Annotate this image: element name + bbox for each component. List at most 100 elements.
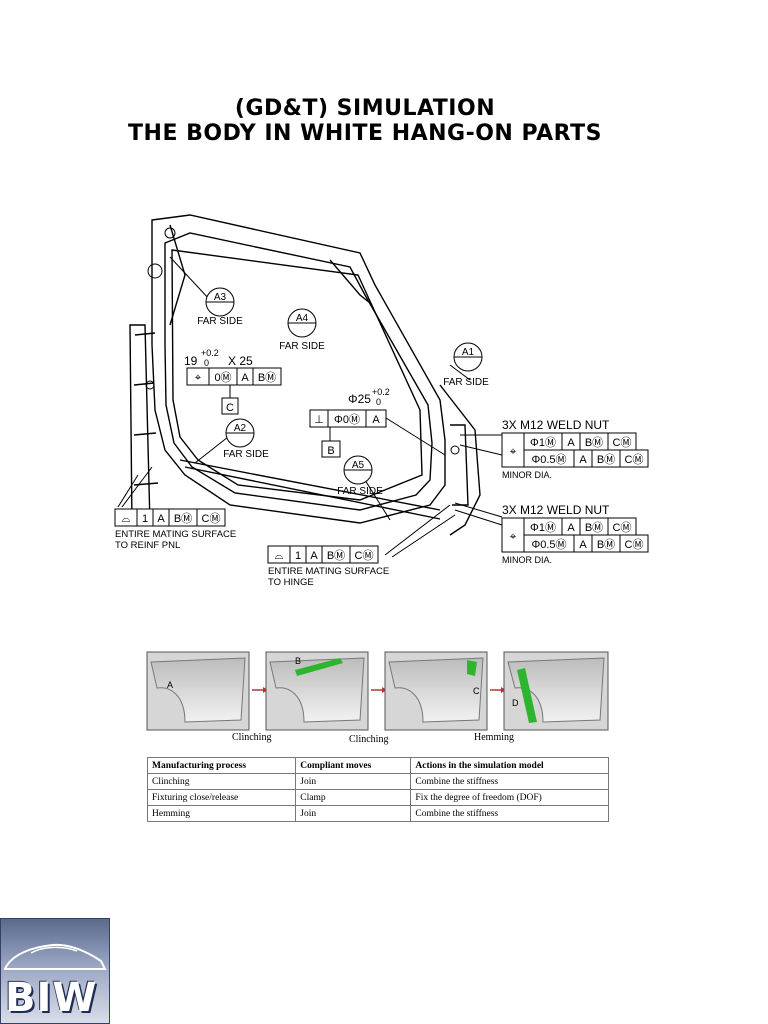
svg-text:MINOR DIA.: MINOR DIA. xyxy=(502,555,552,565)
hole-c-callout: 19 +0.2 0 X 25 ⌖ 0Ⓜ A BⓂ C xyxy=(184,348,282,415)
svg-text:⊥: ⊥ xyxy=(314,414,324,426)
svg-text:A2: A2 xyxy=(234,423,247,434)
svg-text:1: 1 xyxy=(142,513,148,525)
table-header: Manufacturing process xyxy=(146,757,297,774)
table-cell: Hemming xyxy=(146,805,297,822)
svg-text:⌖: ⌖ xyxy=(510,444,517,458)
svg-text:TO REINF PNL: TO REINF PNL xyxy=(115,540,180,551)
svg-text:CⓂ: CⓂ xyxy=(613,436,632,449)
car-silhouette-icon xyxy=(3,943,107,970)
svg-text:B: B xyxy=(295,656,301,666)
svg-text:BⓂ: BⓂ xyxy=(585,436,603,449)
svg-text:A: A xyxy=(157,513,165,525)
svg-text:BⓂ: BⓂ xyxy=(585,521,603,534)
table-row: Clinching Join Combine the stiffness xyxy=(146,773,609,790)
svg-text:C: C xyxy=(473,686,480,696)
weld-nut-callout-1: 3X M12 WELD NUT ⌖ Φ1Ⓜ A BⓂ CⓂ Φ0.5Ⓜ A BⓂ… xyxy=(459,418,649,480)
svg-text:A: A xyxy=(567,522,575,534)
svg-text:BⓂ: BⓂ xyxy=(327,549,345,562)
svg-text:X 25: X 25 xyxy=(228,354,253,368)
datum-target-a4: A4 FAR SIDE xyxy=(279,308,325,352)
svg-text:BⓂ: BⓂ xyxy=(597,453,615,466)
title-line-1: (GD&T) SIMULATION xyxy=(234,96,496,121)
svg-text:D: D xyxy=(512,698,519,708)
svg-text:TO HINGE: TO HINGE xyxy=(268,577,314,588)
svg-text:⌓: ⌓ xyxy=(275,550,284,562)
frame-hole xyxy=(164,227,176,239)
svg-text:⌖: ⌖ xyxy=(510,529,517,543)
svg-text:CⓂ: CⓂ xyxy=(355,549,374,562)
fender-panel-d: D xyxy=(503,651,609,731)
table-cell: Join xyxy=(295,773,412,790)
title-line-2: THE BODY IN WHITE HANG-ON PARTS xyxy=(128,121,602,146)
svg-text:A4: A4 xyxy=(296,313,309,324)
table-row: Hemming Join Combine the stiffness xyxy=(146,805,609,822)
svg-text:FAR SIDE: FAR SIDE xyxy=(337,486,383,497)
caption-clinching-2: Clinching xyxy=(349,734,389,745)
svg-text:BⓂ: BⓂ xyxy=(597,538,615,551)
svg-text:0Ⓜ: 0Ⓜ xyxy=(214,371,231,384)
svg-text:FAR SIDE: FAR SIDE xyxy=(197,316,243,327)
table-header: Actions in the simulation model xyxy=(410,757,609,774)
svg-text:+0.2: +0.2 xyxy=(201,348,219,358)
fender-panel-b: B xyxy=(265,651,369,731)
hole-b-callout: Φ25 +0.2 0 ⊥ Φ0Ⓜ A B xyxy=(309,387,446,458)
svg-text:1: 1 xyxy=(295,550,301,562)
svg-text:BⓂ: BⓂ xyxy=(174,512,192,525)
caption-clinching-1: Clinching xyxy=(232,732,272,743)
table-cell: Clinching xyxy=(146,773,297,790)
frame-hole xyxy=(145,380,155,390)
table-header-row: Manufacturing process Compliant moves Ac… xyxy=(146,757,609,774)
svg-text:3X M12 WELD NUT: 3X M12 WELD NUT xyxy=(502,503,610,517)
svg-text:+0.2: +0.2 xyxy=(372,387,390,397)
svg-text:0: 0 xyxy=(204,358,209,368)
biw-logo: BIW xyxy=(0,918,110,1024)
svg-text:CⓂ: CⓂ xyxy=(613,521,632,534)
table-cell: Join xyxy=(295,805,412,822)
svg-text:A: A xyxy=(579,454,587,466)
svg-text:A: A xyxy=(372,414,380,426)
svg-text:CⓂ: CⓂ xyxy=(625,453,644,466)
datum-target-a2: A2 FAR SIDE xyxy=(194,418,269,464)
svg-text:Φ0.5Ⓜ: Φ0.5Ⓜ xyxy=(531,453,566,466)
svg-text:FAR SIDE: FAR SIDE xyxy=(223,449,269,460)
svg-text:A1: A1 xyxy=(462,347,475,358)
svg-text:19: 19 xyxy=(184,354,198,368)
process-table: Manufacturing process Compliant moves Ac… xyxy=(146,757,609,822)
fender-panel-c: C xyxy=(384,651,488,731)
weld-nut-callout-2: 3X M12 WELD NUT ⌖ Φ1Ⓜ A BⓂ CⓂ Φ0.5Ⓜ A BⓂ… xyxy=(454,502,649,565)
fender-process-sequence: A B C D xyxy=(146,651,609,731)
svg-text:⌖: ⌖ xyxy=(195,372,201,384)
table-cell: Fixturing close/release xyxy=(146,789,297,806)
datum-target-a5: A5 FAR SIDE xyxy=(337,455,391,521)
svg-text:A: A xyxy=(241,372,249,384)
svg-text:ENTIRE MATING SURFACE: ENTIRE MATING SURFACE xyxy=(268,566,389,577)
surface-profile-reinf-callout: ⌓ 1 A BⓂ CⓂ ENTIRE MATING SURFACE TO REI… xyxy=(114,466,236,551)
svg-text:A: A xyxy=(310,550,318,562)
svg-text:Φ0Ⓜ: Φ0Ⓜ xyxy=(334,413,360,426)
svg-text:FAR SIDE: FAR SIDE xyxy=(443,377,489,388)
table-header: Compliant moves xyxy=(295,757,412,774)
door-frame-outline xyxy=(129,214,481,536)
table-cell: Fix the degree of freedom (DOF) xyxy=(410,789,609,806)
svg-text:Φ1Ⓜ: Φ1Ⓜ xyxy=(530,436,556,449)
table-row: Fixturing close/release Clamp Fix the de… xyxy=(146,789,609,806)
svg-text:B: B xyxy=(327,445,334,457)
svg-text:BⓂ: BⓂ xyxy=(258,371,276,384)
svg-text:A5: A5 xyxy=(352,460,365,471)
fender-panel-a: A xyxy=(146,651,250,731)
svg-text:A3: A3 xyxy=(214,292,227,303)
svg-text:CⓂ: CⓂ xyxy=(625,538,644,551)
table-cell: Clamp xyxy=(295,789,412,806)
svg-text:Φ25: Φ25 xyxy=(348,392,371,406)
svg-text:Φ1Ⓜ: Φ1Ⓜ xyxy=(530,521,556,534)
table-cell: Combine the stiffness xyxy=(410,805,609,822)
svg-text:⌓: ⌓ xyxy=(122,513,131,525)
datum-target-a3: A3 FAR SIDE xyxy=(169,256,243,327)
svg-text:FAR SIDE: FAR SIDE xyxy=(279,341,325,352)
table-cell: Combine the stiffness xyxy=(410,773,609,790)
svg-text:MINOR DIA.: MINOR DIA. xyxy=(502,470,552,480)
svg-text:A: A xyxy=(579,539,587,551)
logo-text: BIW xyxy=(5,975,98,1021)
gdt-door-frame-diagram: A3 FAR SIDE A4 FAR SIDE A1 FAR SIDE A2 F… xyxy=(114,214,649,588)
